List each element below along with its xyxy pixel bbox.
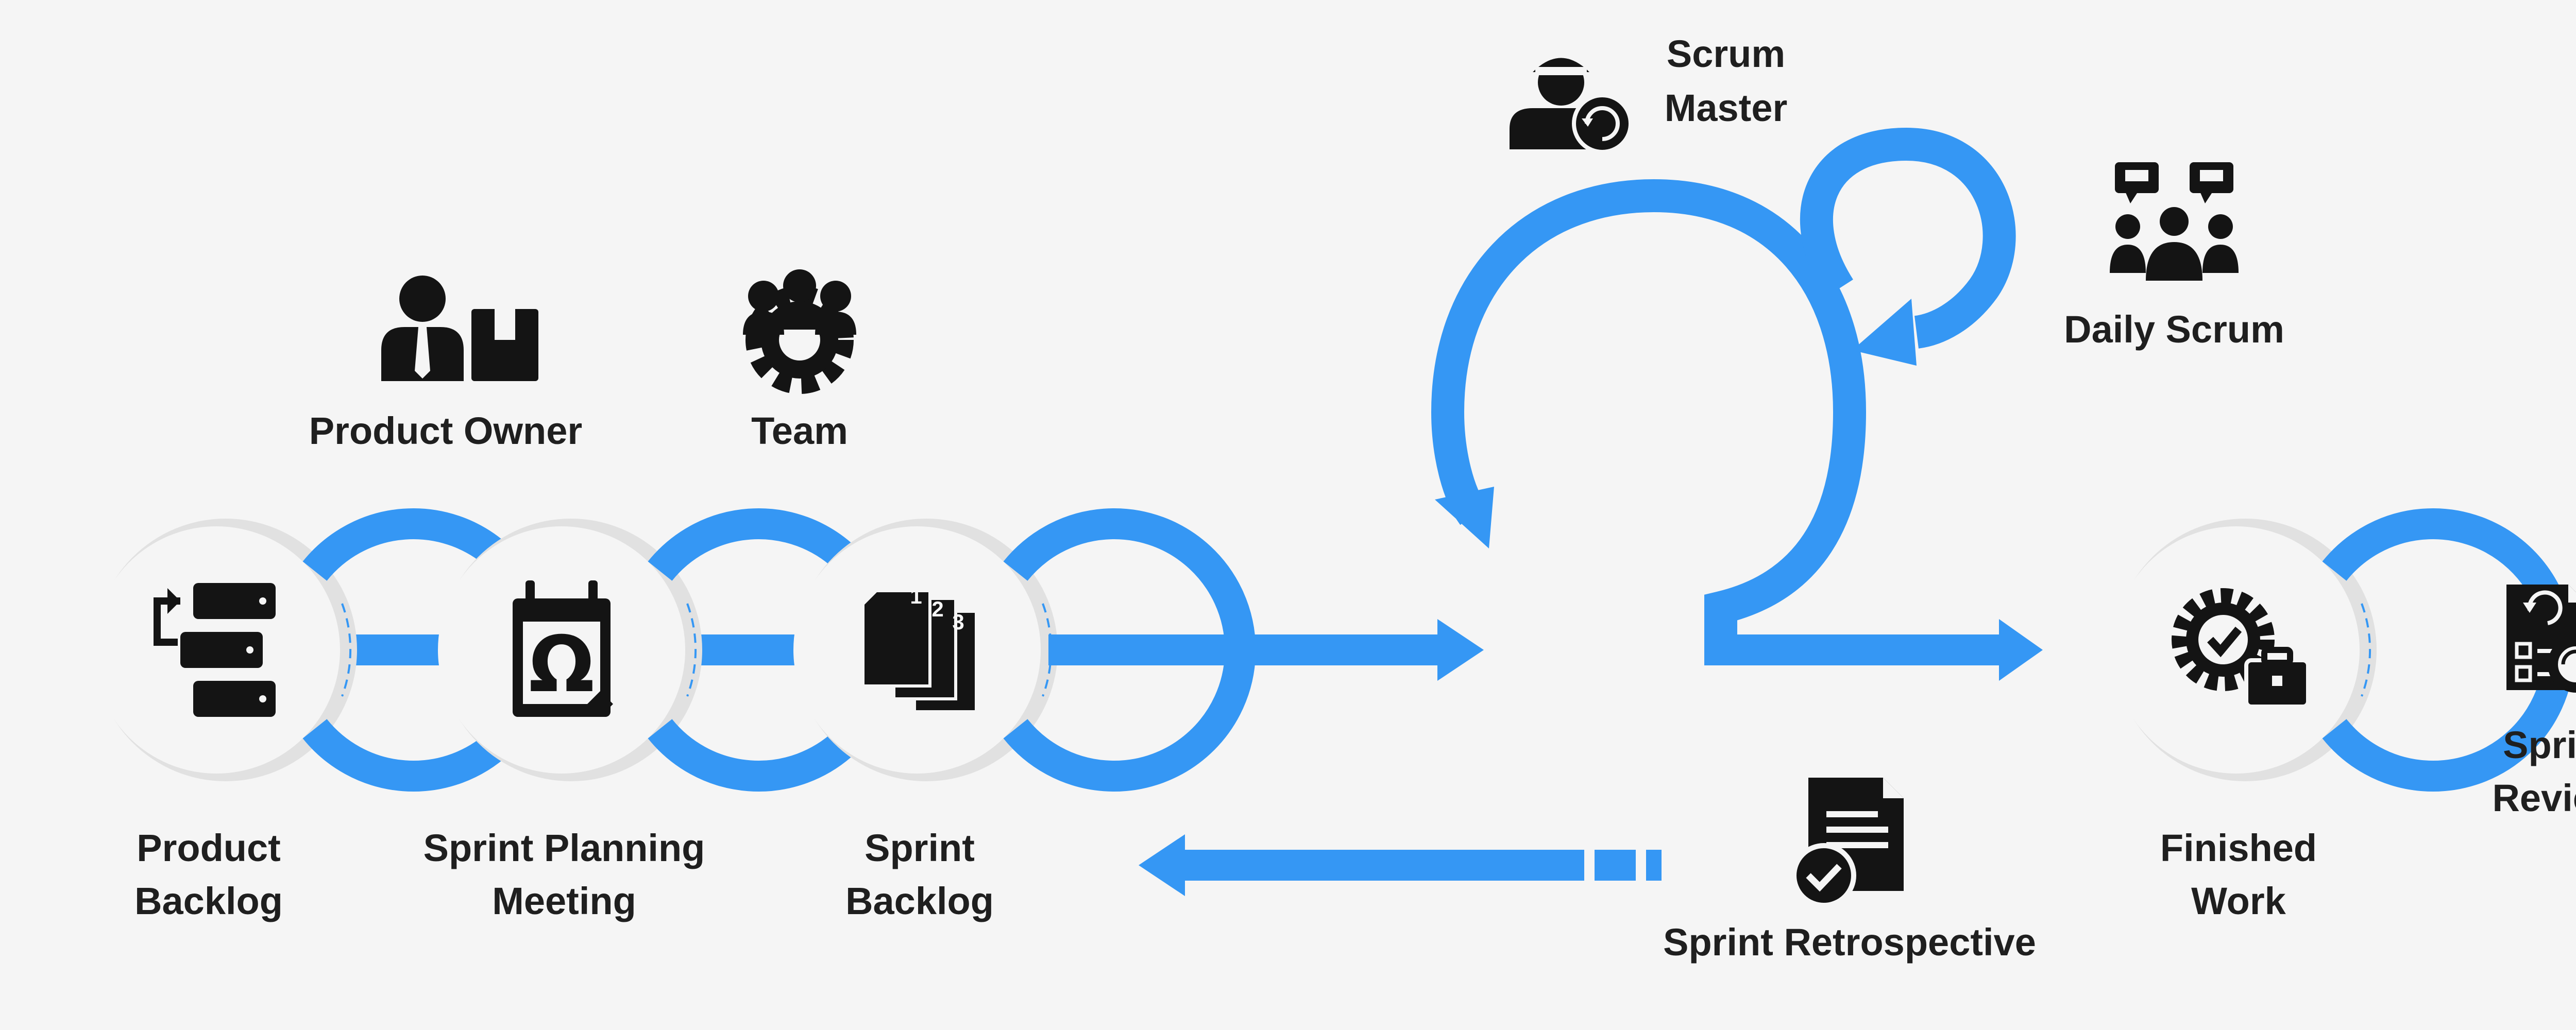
finished-work-label-line2: Work xyxy=(2191,880,2286,922)
product-owner-label: Product Owner xyxy=(309,409,582,452)
feedback-arrow-head xyxy=(1139,834,1185,896)
feedback-arrow-dash-1 xyxy=(1595,850,1636,881)
sprint-retrospective-label: Sprint Retrospective xyxy=(1663,921,2036,964)
sprint-review-label-line1: Sprint xyxy=(2503,724,2576,766)
sprint-cycle xyxy=(1431,127,2043,681)
sprint-backlog-label-line1: Sprint xyxy=(865,827,975,869)
daily-scrum-icon xyxy=(2110,162,2239,281)
sprint-backlog-pages-icon: 1 2 3 xyxy=(861,584,978,713)
product-owner-icon xyxy=(381,276,538,381)
arrow-to-sprint xyxy=(1048,619,1484,681)
scrum-master-icon xyxy=(1510,58,1633,154)
stage-finished-work xyxy=(2112,508,2575,792)
dashed-ring xyxy=(686,603,697,697)
finished-work-label-line1: Finished xyxy=(2160,827,2317,869)
dashed-ring xyxy=(2361,603,2371,697)
sprint-retrospective-icon xyxy=(1791,778,1904,908)
scrum-master-label-line1: Scrum xyxy=(1667,32,1785,75)
feedback-arrow-dash-2 xyxy=(1646,850,1662,881)
sprint-backlog-label-line2: Backlog xyxy=(845,880,994,922)
team-label: Team xyxy=(751,409,848,452)
arrow-to-finished-head xyxy=(1999,619,2043,681)
sprint-review-icon xyxy=(2506,585,2576,693)
feedback-arrow-shaft xyxy=(1182,850,1584,881)
stage-sprint-backlog: 1 2 3 xyxy=(793,508,1256,792)
sprint-planning-calendar-icon: Ω xyxy=(513,580,613,717)
daily-scrum-label: Daily Scrum xyxy=(2064,308,2284,351)
sprint-review-label-line2: Review xyxy=(2492,777,2576,819)
team-gear-icon xyxy=(743,269,856,394)
product-backlog-icon xyxy=(154,583,276,717)
finished-work-icon xyxy=(2172,588,2310,709)
arrow-to-sprint-shaft xyxy=(1048,634,1440,665)
scrum-master-label-line2: Master xyxy=(1665,87,1788,129)
sprint-cycle-loop xyxy=(1431,179,1867,651)
page-number-2: 2 xyxy=(931,597,943,621)
dashed-ring xyxy=(341,603,352,697)
page-number-3: 3 xyxy=(952,610,964,634)
page-number-1: 1 xyxy=(910,584,922,608)
daily-scrum-arrowhead xyxy=(1852,299,1917,366)
retrospective-feedback-arrow xyxy=(1139,834,1662,896)
sprint-planning-label-line2: Meeting xyxy=(492,880,636,922)
product-backlog-label-line1: Product xyxy=(137,827,281,869)
svg-text:Ω: Ω xyxy=(529,620,595,710)
sprint-planning-label-line1: Sprint Planning xyxy=(423,827,705,869)
sprint-cycle-arrowhead xyxy=(1435,487,1494,548)
arrow-to-finished-shaft xyxy=(1704,634,2003,665)
daily-scrum-loop xyxy=(1800,127,2016,349)
product-backlog-label-line2: Backlog xyxy=(134,880,283,922)
arrow-to-sprint-head xyxy=(1437,619,1484,681)
stage-sprint-planning-meeting: Ω xyxy=(438,508,901,792)
